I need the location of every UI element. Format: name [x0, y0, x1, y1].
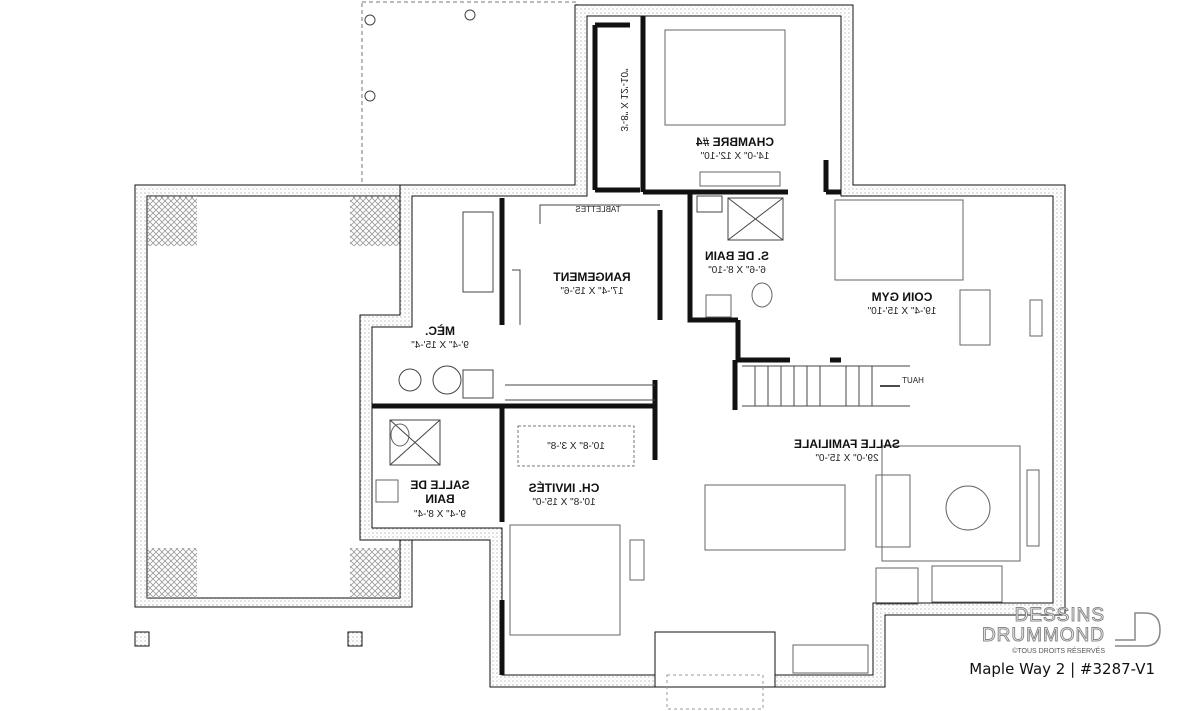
closet-inv-dims: 10'-8" X 3'-8"	[547, 441, 605, 452]
branding: DESSINS DRUMMOND ©TOUS DROITS RÉSERVÉS M…	[969, 605, 1161, 678]
invites-dims: 10'-8" X 15'-0"	[532, 497, 596, 508]
interior-walls	[372, 16, 1043, 675]
familiale-dims: 29'-0" X 15'-0"	[815, 453, 879, 464]
room-labels: CHAMBRE #4 14'-0" X 12'-10" 3'-8" X 12'-…	[410, 68, 936, 520]
invites-name: CH. INVITÉS	[529, 480, 600, 495]
logo-d-icon	[1115, 612, 1161, 647]
mec-dims: 9'-4" X 15'-4"	[411, 340, 469, 351]
house-walls	[359, 4, 1066, 710]
stairs	[742, 365, 910, 407]
plan-caption: Maple Way 2 | #3287-V1	[969, 660, 1155, 678]
sdb-name: S. DE BAIN	[705, 249, 769, 263]
gym-name: COIN GYM	[872, 290, 933, 304]
copyright: ©TOUS DROITS RÉSERVÉS	[1012, 646, 1105, 655]
rangement-name: RANGEMENT	[553, 270, 631, 284]
familiale-name: SALLE FAMILIALE	[794, 437, 900, 451]
tablettes-label: TABLETTES	[575, 205, 620, 214]
rangement-dims: 17'-4" X 15'-6"	[560, 286, 624, 297]
closet-ch4-dims: 3'-8" X 12'-10"	[618, 68, 629, 132]
chambre4-name: CHAMBRE #4	[696, 135, 774, 149]
salle-bain-name-2: BAIN	[425, 492, 454, 506]
salle-bain-name-1: SALLE DE	[410, 478, 469, 492]
stairs-label: HAUT	[902, 376, 924, 385]
mec-name: MÈC.	[425, 323, 455, 338]
chambre4-dims: 14'-0" X 12'-10"	[700, 151, 769, 162]
porch	[361, 1, 578, 186]
salle-bain-dims: 9'-4" X 8'-4"	[414, 509, 467, 520]
gym-dims: 19'-4" X 15'-10"	[867, 306, 936, 317]
logo-line2: DRUMMOND	[982, 625, 1105, 646]
sdb-dims: 6'-6" X 8'-10"	[708, 265, 766, 276]
logo-line1: DESSINS	[1015, 605, 1105, 626]
